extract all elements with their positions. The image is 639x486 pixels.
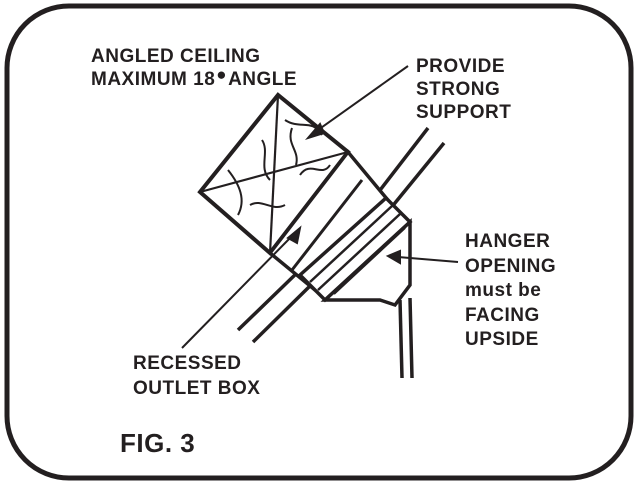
support-line2: STRONG xyxy=(416,79,501,100)
hanger-label: HANGER OPENING must be FACING UPSIDE xyxy=(465,230,556,353)
hanger-arrowhead xyxy=(385,249,401,265)
angled-ceiling xyxy=(236,126,446,344)
hanger-line1: HANGER xyxy=(465,231,551,252)
support-label: PROVIDE STRONG SUPPORT xyxy=(416,55,511,124)
degree-symbol: ● xyxy=(216,65,228,84)
down-rod xyxy=(398,297,414,379)
outlet-line1: RECESSED xyxy=(133,353,242,374)
support-arrowhead xyxy=(304,122,326,140)
hanger-plate xyxy=(297,195,413,308)
support-line1: PROVIDE xyxy=(416,56,506,77)
support-line3: SUPPORT xyxy=(416,102,512,123)
outlet-leader xyxy=(181,235,293,349)
leader-lines xyxy=(181,65,459,349)
hanger-line4: FACING xyxy=(465,304,540,326)
hanger-line3: must be xyxy=(465,280,542,301)
figure-title: FIG. 3 xyxy=(120,428,196,458)
outlet-label: RECESSED OUTLET BOX xyxy=(133,351,260,401)
angled-ceiling-label: ANGLED CEILING MAXIMUM 18●ANGLE xyxy=(91,45,297,91)
angled-ceiling-line2: MAXIMUM 18●ANGLE xyxy=(91,65,298,91)
outlet-line2: OUTLET BOX xyxy=(133,378,261,399)
hanger-line2: OPENING xyxy=(465,255,557,277)
angle-suffix: ANGLE xyxy=(228,69,298,90)
support-leader xyxy=(317,65,409,131)
angled-ceiling-line1: ANGLED CEILING xyxy=(91,46,261,67)
outlet-arrowhead xyxy=(286,225,302,245)
hanger-leader xyxy=(397,256,459,263)
angle-value: MAXIMUM 18 xyxy=(91,69,216,90)
hanger-line5: UPSIDE xyxy=(465,329,539,350)
figure-frame xyxy=(4,3,634,481)
